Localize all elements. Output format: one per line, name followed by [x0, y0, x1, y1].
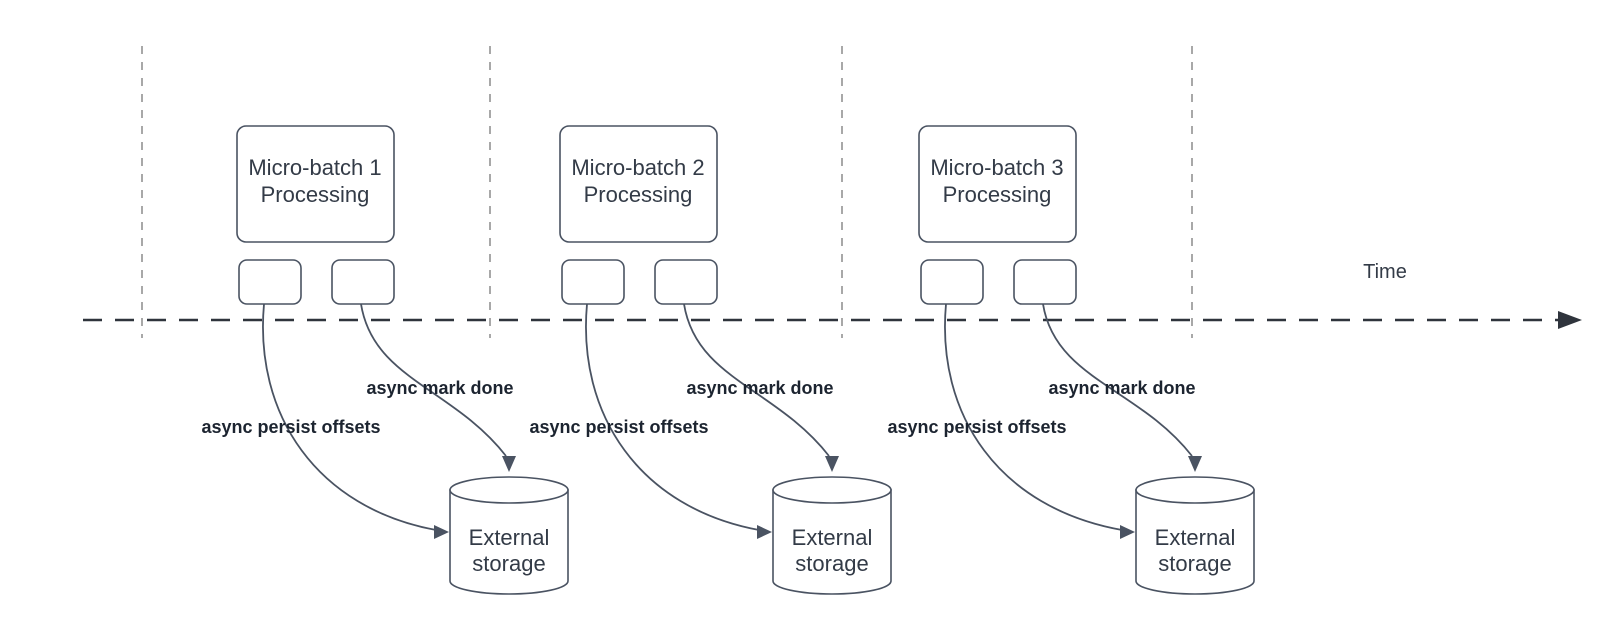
- external-storage-cylinder-1: External storage: [449, 476, 569, 595]
- external-storage-cylinder-2: External storage: [772, 476, 892, 595]
- cylinder-body: [772, 489, 892, 595]
- external-storage-label-line2-1: storage: [472, 551, 545, 576]
- micro-batch-3-persist-task-box: [920, 259, 984, 305]
- cylinder-top-rim: [449, 476, 569, 504]
- micro-batch-1-title-line2: Processing: [261, 182, 370, 207]
- async-persist-offsets-label-2: async persist offsets: [529, 417, 708, 437]
- async-persist-offsets-label-1: async persist offsets: [201, 417, 380, 437]
- cylinder-top-rim: [772, 476, 892, 504]
- micro-batch-3-title-line1: Micro-batch 3: [930, 155, 1063, 180]
- async-mark-done-arrowhead-3: [1188, 456, 1202, 472]
- time-axis: Time: [83, 261, 1582, 329]
- cylinder-body: [1135, 489, 1255, 595]
- micro-batch-section-2: Micro-batch 2 Processing async persist o…: [529, 125, 892, 595]
- micro-batch-section-1: Micro-batch 1 Processing async persist o…: [201, 125, 569, 595]
- async-mark-done-arrowhead-1: [502, 456, 516, 472]
- async-persist-offsets-label-3: async persist offsets: [887, 417, 1066, 437]
- external-storage-cylinder-3: External storage: [1135, 476, 1255, 595]
- external-storage-label-line1-3: External: [1155, 525, 1236, 550]
- cylinder-top-rim: [1135, 476, 1255, 504]
- micro-batch-section-3: Micro-batch 3 Processing async persist o…: [887, 125, 1255, 595]
- micro-batch-1-markdone-task-box: [331, 259, 395, 305]
- micro-batch-2-title-line2: Processing: [584, 182, 693, 207]
- async-mark-done-arrow-1: [360, 303, 507, 457]
- time-axis-arrowhead-icon: [1558, 311, 1582, 329]
- async-persist-offsets-arrowhead-1: [434, 525, 449, 539]
- async-mark-done-label-3: async mark done: [1048, 378, 1195, 398]
- micro-batch-1-title-line1: Micro-batch 1: [248, 155, 381, 180]
- batch-boundary-guides: [141, 46, 1193, 338]
- time-axis-label: Time: [1363, 261, 1407, 283]
- async-persist-offsets-arrowhead-3: [1120, 525, 1135, 539]
- async-mark-done-label-1: async mark done: [366, 378, 513, 398]
- async-persist-offsets-arrow-1: [262, 303, 437, 531]
- external-storage-label-line2-3: storage: [1158, 551, 1231, 576]
- async-mark-done-arrowhead-2: [825, 456, 839, 472]
- micro-batch-2-markdone-task-box: [654, 259, 718, 305]
- micro-batch-3-processing-box: [918, 125, 1077, 243]
- micro-batch-3-title-line2: Processing: [943, 182, 1052, 207]
- async-persist-offsets-arrow-3: [944, 303, 1123, 531]
- external-storage-label-line2-2: storage: [795, 551, 868, 576]
- micro-batch-3-markdone-task-box: [1013, 259, 1077, 305]
- async-persist-offsets-arrowhead-2: [757, 525, 772, 539]
- micro-batch-1-persist-task-box: [238, 259, 302, 305]
- cylinder-body: [449, 489, 569, 595]
- micro-batch-2-processing-box: [559, 125, 718, 243]
- external-storage-label-line1-2: External: [792, 525, 873, 550]
- async-mark-done-label-2: async mark done: [686, 378, 833, 398]
- async-persist-offsets-arrow-2: [585, 303, 760, 531]
- external-storage-label-line1-1: External: [469, 525, 550, 550]
- micro-batch-2-persist-task-box: [561, 259, 625, 305]
- micro-batch-1-processing-box: [236, 125, 395, 243]
- async-mark-done-arrow-3: [1042, 303, 1193, 457]
- micro-batch-2-title-line1: Micro-batch 2: [571, 155, 704, 180]
- async-mark-done-arrow-2: [683, 303, 830, 457]
